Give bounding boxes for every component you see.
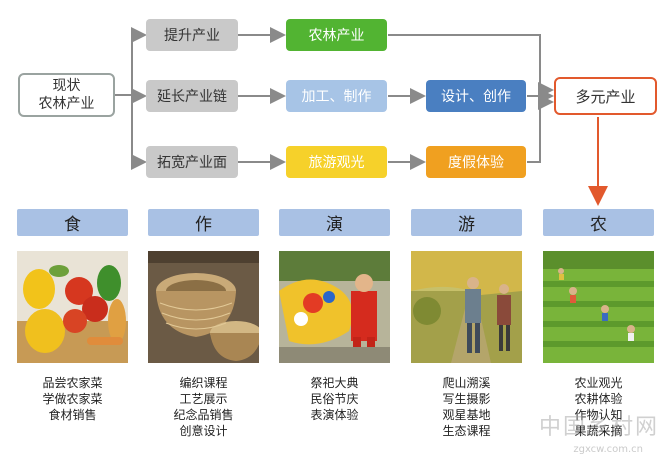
start-line1: 现状	[52, 78, 81, 94]
caption-item: 生态课程	[442, 424, 491, 438]
caption-item: 果蔬采摘	[574, 424, 623, 438]
current-agroforestry-box: 现状 农林产业	[18, 73, 115, 117]
basket-photo	[148, 251, 259, 363]
category-food: 食	[17, 209, 128, 236]
caption-item: 食材销售	[48, 408, 97, 422]
watermark-url: zgxcw.com.cn	[573, 444, 643, 455]
category-travel: 游	[411, 209, 522, 236]
farm-field-photo	[543, 251, 654, 363]
category-craft: 作	[148, 209, 259, 236]
caption-item: 工艺展示	[179, 392, 228, 406]
caption-item: 观星基地	[442, 408, 491, 422]
step-agroforestry: 农林产业	[286, 19, 387, 51]
branch-upgrade-industry: 提升产业	[146, 19, 238, 51]
caption-item: 学做农家菜	[42, 392, 103, 406]
caption-item: 品尝农家菜	[42, 376, 103, 390]
caption-item: 写生摄影	[442, 392, 491, 406]
step-design: 设计、创作	[426, 80, 526, 112]
lion-dance-photo	[279, 251, 390, 363]
caption-item: 创意设计	[179, 424, 228, 438]
caption-item: 纪念品销售	[173, 408, 234, 422]
caption-craft: 编织课程 工艺展示 纪念品销售 创意设计	[148, 375, 259, 439]
food-photo	[17, 251, 128, 363]
category-performance: 演	[279, 209, 390, 236]
step-vacation: 度假体验	[426, 146, 526, 178]
diversified-industry-box: 多元产业	[554, 77, 657, 115]
caption-item: 表演体验	[310, 408, 359, 422]
category-farming: 农	[543, 209, 654, 236]
caption-item: 祭祀大典	[310, 376, 359, 390]
caption-item: 编织课程	[179, 376, 228, 390]
branch-broaden-scope: 拓宽产业面	[146, 146, 238, 178]
hikers-photo	[411, 251, 522, 363]
step-processing: 加工、制作	[286, 80, 387, 112]
caption-item: 农业观光	[574, 376, 623, 390]
caption-food: 品尝农家菜 学做农家菜 食材销售	[17, 375, 128, 423]
caption-item: 民俗节庆	[310, 392, 359, 406]
caption-farming: 农业观光 农耕体验 作物认知 果蔬采摘	[543, 375, 654, 439]
caption-travel: 爬山溯溪 写生摄影 观星基地 生态课程	[411, 375, 522, 439]
watermark-text: 中国乡村网	[538, 415, 659, 440]
caption-item: 爬山溯溪	[442, 376, 491, 390]
branch-extend-chain: 延长产业链	[146, 80, 238, 112]
caption-performance: 祭祀大典 民俗节庆 表演体验	[279, 375, 390, 423]
start-line2: 农林产业	[38, 96, 95, 112]
caption-item: 作物认知	[574, 408, 623, 422]
caption-item: 农耕体验	[574, 392, 623, 406]
step-tourism: 旅游观光	[286, 146, 387, 178]
